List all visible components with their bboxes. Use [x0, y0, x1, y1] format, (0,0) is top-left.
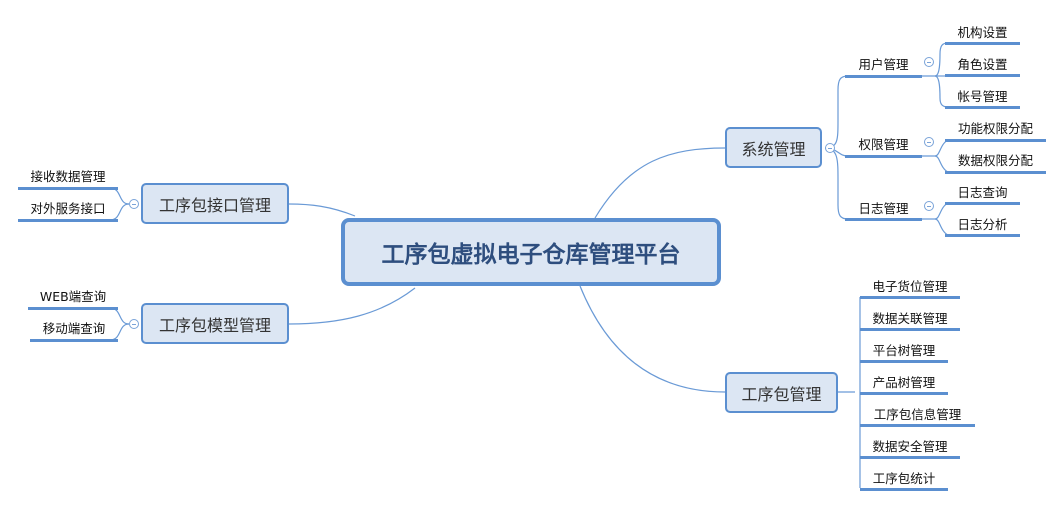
underline: [28, 307, 118, 310]
leaf-item[interactable]: 工序包统计: [872, 471, 936, 486]
leaf-item[interactable]: 数据安全管理: [872, 439, 948, 454]
leaf-item[interactable]: 数据关联管理: [872, 311, 948, 326]
central-topic[interactable]: 工序包虚拟电子仓库管理平台: [341, 218, 721, 286]
underline: [860, 296, 960, 299]
leaf-item[interactable]: 移动端查询: [42, 321, 106, 336]
leaf-item[interactable]: 机构设置: [957, 25, 1008, 40]
leaf-item[interactable]: 工序包信息管理: [873, 407, 962, 422]
subtopic-user[interactable]: 用户管理: [858, 57, 909, 72]
leaf-item[interactable]: 日志查询: [957, 185, 1008, 200]
underline: [845, 75, 922, 78]
underline: [860, 456, 960, 459]
leaf-item[interactable]: 功能权限分配: [957, 121, 1033, 136]
collapse-icon[interactable]: [924, 201, 934, 211]
underline: [945, 202, 1020, 205]
underline: [860, 488, 948, 491]
collapse-icon[interactable]: [129, 319, 139, 329]
underline: [945, 42, 1020, 45]
underline: [860, 328, 960, 331]
underline: [30, 339, 118, 342]
leaf-item[interactable]: 数据权限分配: [957, 153, 1033, 168]
leaf-item[interactable]: 产品树管理: [872, 375, 936, 390]
underline: [860, 424, 975, 427]
underline: [945, 74, 1020, 77]
topic-package[interactable]: 工序包管理: [725, 372, 838, 413]
underline: [945, 234, 1020, 237]
leaf-item[interactable]: 角色设置: [957, 57, 1008, 72]
underline: [860, 360, 948, 363]
underline: [945, 171, 1046, 174]
underline: [860, 392, 948, 395]
underline: [18, 219, 118, 222]
leaf-item[interactable]: 对外服务接口: [30, 201, 106, 216]
leaf-item[interactable]: 平台树管理: [872, 343, 936, 358]
leaf-item[interactable]: 帐号管理: [957, 89, 1008, 104]
subtopic-permission[interactable]: 权限管理: [858, 137, 909, 152]
collapse-icon[interactable]: [924, 57, 934, 67]
topic-model[interactable]: 工序包模型管理: [141, 303, 289, 344]
leaf-item[interactable]: 电子货位管理: [872, 279, 948, 294]
collapse-icon[interactable]: [825, 143, 835, 153]
leaf-item[interactable]: WEB端查询: [39, 289, 107, 304]
underline: [945, 139, 1046, 142]
underline: [945, 106, 1020, 109]
topic-interface[interactable]: 工序包接口管理: [141, 183, 289, 224]
leaf-item[interactable]: 接收数据管理: [30, 169, 106, 184]
subtopic-log[interactable]: 日志管理: [858, 201, 909, 216]
topic-system[interactable]: 系统管理: [725, 127, 822, 168]
underline: [845, 218, 922, 221]
leaf-item[interactable]: 日志分析: [957, 217, 1008, 232]
underline: [18, 187, 118, 190]
underline: [845, 155, 922, 158]
collapse-icon[interactable]: [129, 199, 139, 209]
collapse-icon[interactable]: [924, 137, 934, 147]
